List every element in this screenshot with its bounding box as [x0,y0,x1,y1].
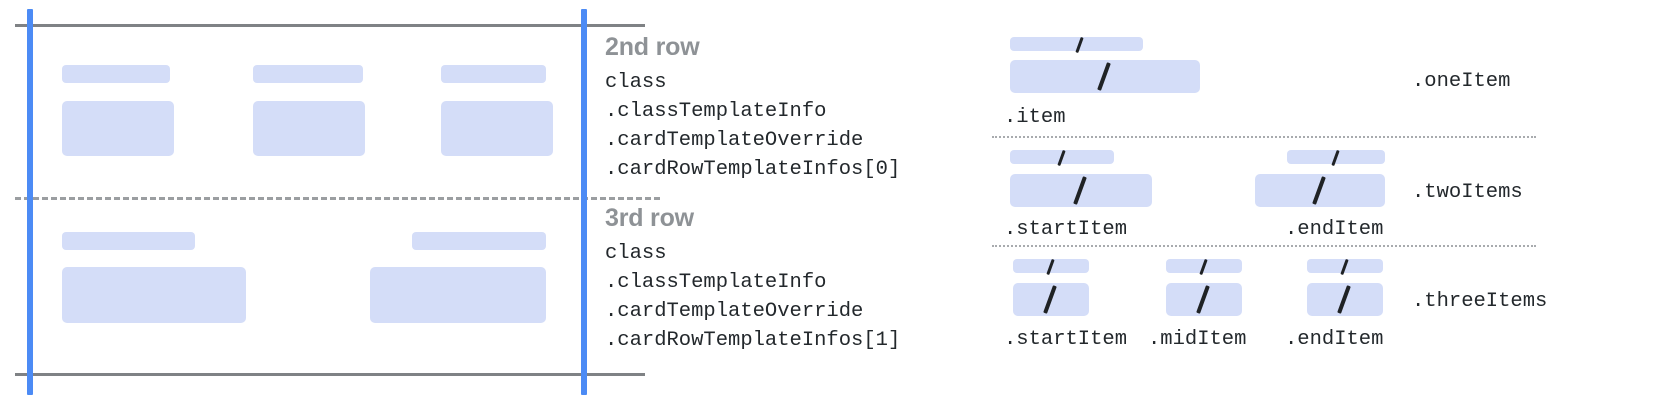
variant-group-label: .oneItem [1412,70,1511,93]
variant-group-label: .threeItems [1412,290,1548,313]
annotation-line: .classTemplateInfo [605,271,827,294]
label-placeholder [62,232,195,250]
slot-label: .item [1004,106,1066,129]
slash-glyph [1331,149,1340,167]
group-separator-dotted [992,245,1536,247]
label-placeholder [441,65,546,83]
slash-glyph [1196,285,1210,314]
slash-glyph [1199,258,1208,276]
content-placeholder [370,267,546,323]
content-placeholder [253,101,365,156]
group-separator-dotted [992,136,1536,138]
annotation-second-row: 2nd row class .classTemplateInfo .cardTe… [605,32,900,184]
row-start-guide [27,9,33,395]
variant-group-label: .twoItems [1412,181,1523,204]
slash-glyph [1073,176,1087,205]
annotation-line: class [605,71,667,94]
row-boundary-top [15,24,645,27]
annotation-line: .cardTemplateOverride [605,300,864,323]
content-placeholder [1013,283,1089,316]
annotation-line: .classTemplateInfo [605,100,827,123]
annotation-line: .cardRowTemplateInfos[0] [605,158,901,181]
row-divider-dashed [15,197,660,200]
row-boundary-bottom [15,373,645,376]
annotation-line: .cardTemplateOverride [605,129,864,152]
slash-glyph [1043,285,1057,314]
content-placeholder [1166,283,1242,316]
slot-label: .startItem [1004,328,1128,351]
slot-label: .startItem [1004,218,1128,241]
annotation-third-row: 3rd row class .classTemplateInfo .cardTe… [605,203,900,355]
slash-glyph [1097,62,1111,91]
content-placeholder [62,267,246,323]
label-placeholder [62,65,170,83]
slot-label: .endItem [1285,218,1384,241]
slash-glyph [1340,258,1349,276]
slot-label: .midItem [1148,328,1247,351]
slash-glyph [1075,36,1084,54]
row-end-guide [581,9,587,395]
annotation-heading: 2nd row [605,33,700,61]
label-placeholder [1013,258,1089,276]
content-placeholder [441,101,553,156]
content-placeholder [1010,60,1200,93]
slash-glyph [1057,149,1066,167]
annotation-heading: 3rd row [605,204,694,232]
label-placeholder [253,65,363,83]
slot-label: .endItem [1285,328,1384,351]
label-placeholder [1287,149,1385,167]
annotation-line: .cardRowTemplateInfos[1] [605,329,901,352]
label-placeholder [412,232,546,250]
annotation-line: class [605,242,667,265]
slash-glyph [1337,285,1351,314]
label-placeholder [1307,258,1383,276]
card-row-preview [0,0,670,412]
content-placeholder [1255,174,1385,207]
content-placeholder [1010,174,1152,207]
slash-glyph [1312,176,1326,205]
label-placeholder [1010,36,1143,54]
content-placeholder [62,101,174,156]
content-placeholder [1307,283,1383,316]
label-placeholder [1010,149,1114,167]
slash-glyph [1046,258,1055,276]
label-placeholder [1166,258,1242,276]
